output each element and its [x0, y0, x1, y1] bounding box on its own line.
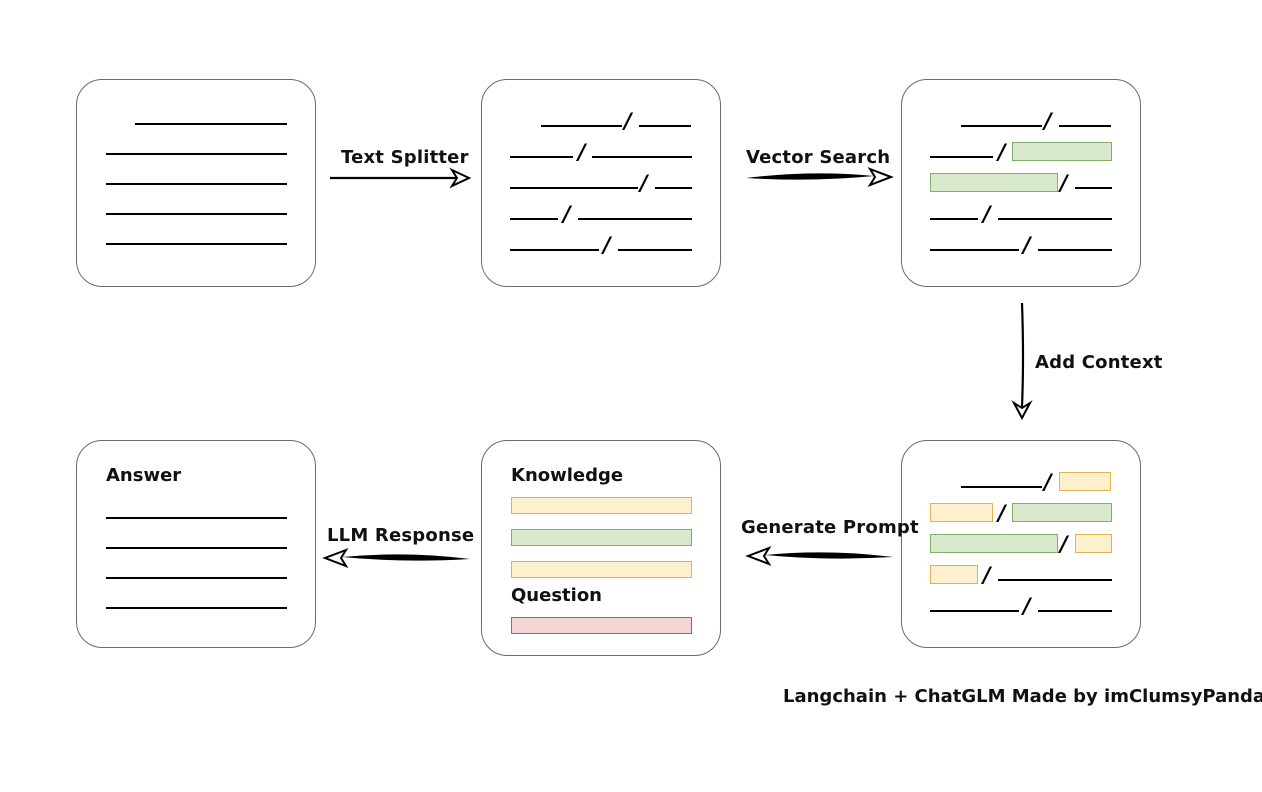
answer-line	[106, 607, 287, 609]
chunk-line	[639, 125, 691, 127]
arrow-label-add-context: Add Context	[1035, 352, 1163, 373]
footer-credit: Langchain + ChatGLM Made by imClumsyPand…	[783, 686, 1262, 707]
chunk-slash: /	[1060, 171, 1068, 195]
chunk-line	[1038, 610, 1112, 612]
arrow-llm-response	[322, 548, 470, 568]
chunk-line	[592, 156, 692, 158]
chunk-slash: /	[563, 202, 571, 226]
chunk-line	[1075, 187, 1112, 189]
knowledge-chip-green	[511, 529, 692, 546]
chunk-slash: /	[603, 233, 611, 257]
chunk-line	[1038, 249, 1112, 251]
chunk-slash: /	[640, 171, 648, 195]
chunk-slash: /	[998, 501, 1006, 525]
chunk-chip-green	[930, 173, 1058, 192]
answer-line	[106, 547, 287, 549]
chunk-slash: /	[983, 202, 991, 226]
chunk-line	[618, 249, 692, 251]
chunk-line	[578, 218, 692, 220]
chunk-line	[510, 187, 638, 189]
chunk-slash: /	[1023, 594, 1031, 618]
card-answer[interactable]: Answer	[76, 440, 316, 648]
knowledge-chip-yellow	[511, 561, 692, 578]
chunk-chip-green	[1012, 142, 1112, 161]
arrow-generate-prompt	[745, 546, 893, 566]
chunk-line	[998, 218, 1112, 220]
chunk-slash: /	[578, 140, 586, 164]
chunk-chip-green	[1012, 503, 1112, 522]
doc-line	[106, 243, 287, 245]
arrow-vector-search	[746, 167, 894, 187]
arrow-text-splitter	[330, 167, 472, 189]
chunk-line	[1059, 125, 1111, 127]
chunk-slash: /	[1044, 470, 1052, 494]
answer-label: Answer	[106, 465, 182, 486]
chunk-slash: /	[1060, 532, 1068, 556]
card-split-chunks[interactable]: / / / / /	[481, 79, 721, 287]
chunk-line	[961, 125, 1042, 127]
arrow-label-generate-prompt: Generate Prompt	[741, 517, 919, 538]
chunk-line	[655, 187, 692, 189]
chunk-chip-yellow	[930, 565, 978, 584]
arrow-add-context	[1011, 302, 1033, 421]
chunk-slash: /	[1023, 233, 1031, 257]
arrow-label-text-splitter: Text Splitter	[341, 147, 469, 168]
chunk-chip-yellow	[930, 503, 993, 522]
chunk-slash: /	[998, 140, 1006, 164]
card-source-document[interactable]	[76, 79, 316, 287]
arrow-label-llm-response: LLM Response	[327, 525, 475, 546]
doc-line	[106, 183, 287, 185]
answer-line	[106, 577, 287, 579]
chunk-line	[961, 486, 1042, 488]
card-matched-chunks[interactable]: / / / / /	[901, 79, 1141, 287]
chunk-line	[930, 156, 993, 158]
chunk-slash: /	[624, 109, 632, 133]
chunk-line	[930, 249, 1019, 251]
card-context-chunks[interactable]: / / / / /	[901, 440, 1141, 648]
chunk-slash: /	[1044, 109, 1052, 133]
card-prompt[interactable]: Knowledge Question	[481, 440, 721, 656]
chunk-line	[930, 610, 1019, 612]
chunk-line	[510, 156, 573, 158]
knowledge-chip-yellow	[511, 497, 692, 514]
chunk-chip-yellow	[1075, 534, 1112, 553]
answer-line	[106, 517, 287, 519]
arrow-label-vector-search: Vector Search	[746, 147, 891, 168]
chunk-chip-green	[930, 534, 1058, 553]
question-chip-red	[511, 617, 692, 634]
chunk-slash: /	[983, 563, 991, 587]
chunk-line	[541, 125, 622, 127]
knowledge-label: Knowledge	[511, 465, 624, 486]
chunk-line	[998, 579, 1112, 581]
question-label: Question	[511, 585, 602, 606]
chunk-chip-yellow	[1059, 472, 1111, 491]
chunk-line	[930, 218, 978, 220]
doc-line	[106, 153, 287, 155]
chunk-line	[510, 218, 558, 220]
doc-line	[135, 123, 287, 125]
chunk-line	[510, 249, 599, 251]
doc-line	[106, 213, 287, 215]
